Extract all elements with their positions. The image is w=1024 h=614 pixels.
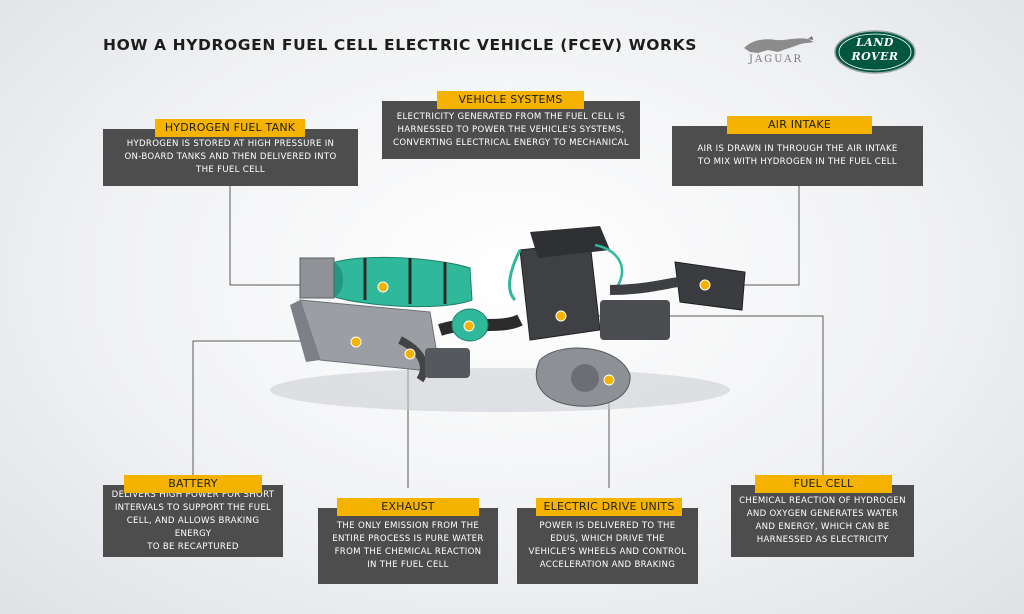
box-battery: DELIVERS HIGH POWER FOR SHORT INTERVALS T… bbox=[103, 485, 283, 557]
land-rover-logo-icon bbox=[834, 30, 916, 74]
text-line: IN THE FUEL CELL bbox=[367, 560, 449, 570]
text-line: AND OXYGEN GENERATES WATER bbox=[746, 509, 899, 519]
jaguar-logo-icon bbox=[744, 36, 814, 53]
callout-dot-air-intake bbox=[699, 279, 711, 291]
text-line: VEHICLE'S WHEELS AND CONTROL bbox=[528, 547, 687, 557]
text-line: TO MIX WITH HYDROGEN IN THE FUEL CELL bbox=[698, 157, 897, 167]
page-title: HOW A HYDROGEN FUEL CELL ELECTRIC VEHICL… bbox=[103, 36, 697, 54]
label-vehicle-systems: VEHICLE SYSTEMS bbox=[437, 91, 584, 109]
label-electric-drive-units: ELECTRIC DRIVE UNITS bbox=[536, 498, 682, 516]
label-battery: BATTERY bbox=[124, 475, 262, 493]
callout-dot-edu bbox=[603, 374, 615, 386]
box-hydrogen-fuel-tank: HYDROGEN IS STORED AT HIGH PRESSURE IN ON… bbox=[103, 129, 358, 186]
box-exhaust: THE ONLY EMISSION FROM THE ENTIRE PROCESS… bbox=[318, 508, 498, 584]
text-line: FROM THE CHEMICAL REACTION bbox=[334, 547, 482, 557]
text-line: AIR IS DRAWN IN THROUGH THE AIR INTAKE bbox=[697, 144, 898, 154]
text-line: HARNESSED AS ELECTRICITY bbox=[756, 535, 889, 545]
label-hydrogen-fuel-tank: HYDROGEN FUEL TANK bbox=[155, 119, 305, 137]
text-line: ENTIRE PROCESS IS PURE WATER bbox=[332, 534, 484, 544]
text-line: CONVERTING ELECTRICAL ENERGY TO MECHANIC… bbox=[393, 137, 629, 148]
text-line: INTERVALS TO SUPPORT THE FUEL bbox=[114, 502, 272, 513]
box-vehicle-systems: ELECTRICITY GENERATED FROM THE FUEL CELL… bbox=[382, 101, 640, 159]
land-rover-wordmark-top: LAND bbox=[856, 36, 894, 49]
text-line: ELECTRICITY GENERATED FROM THE FUEL CELL… bbox=[396, 111, 626, 122]
label-exhaust: EXHAUST bbox=[337, 498, 479, 516]
text-line: CELL, AND ALLOWS BRAKING ENERGY bbox=[126, 515, 260, 539]
land-rover-wordmark-bottom: ROVER bbox=[851, 50, 899, 63]
callout-dot-vehicle-systems bbox=[463, 320, 475, 332]
box-air-intake: AIR IS DRAWN IN THROUGH THE AIR INTAKE TO… bbox=[672, 126, 923, 186]
callout-dot-battery bbox=[350, 336, 362, 348]
text-line: AND ENERGY, WHICH CAN BE bbox=[755, 522, 890, 532]
text-line: HARNESSED TO POWER THE VEHICLE'S SYSTEMS… bbox=[397, 124, 625, 135]
text-line: THE ONLY EMISSION FROM THE bbox=[336, 521, 480, 531]
text-line: ACCELERATION AND BRAKING bbox=[539, 560, 676, 570]
box-fuel-cell: CHEMICAL REACTION OF HYDROGEN AND OXYGEN … bbox=[731, 485, 914, 557]
callout-dot-exhaust bbox=[404, 348, 416, 360]
hydrogen-tank bbox=[329, 256, 473, 308]
callout-dot-fuel-cell bbox=[555, 310, 567, 322]
label-air-intake: AIR INTAKE bbox=[727, 116, 872, 134]
text-line: EDUS, WHICH DRIVE THE bbox=[550, 534, 665, 544]
text-line: TO BE RECAPTURED bbox=[147, 541, 239, 552]
text-line: HYDROGEN IS STORED AT HIGH PRESSURE IN bbox=[126, 139, 335, 149]
text-line: THE FUEL CELL bbox=[196, 165, 265, 175]
box-electric-drive-units: POWER IS DELIVERED TO THE EDUS, WHICH DRI… bbox=[517, 508, 698, 584]
text-line: CHEMICAL REACTION OF HYDROGEN bbox=[739, 496, 906, 506]
text-line: DELIVERS HIGH POWER FOR SHORT bbox=[111, 489, 275, 500]
text-line: ON-BOARD TANKS AND THEN DELIVERED INTO bbox=[124, 152, 337, 162]
fuel-cell-stack bbox=[519, 241, 601, 341]
jaguar-wordmark: JAGUAR bbox=[748, 54, 804, 65]
text-line: POWER IS DELIVERED TO THE bbox=[539, 521, 676, 531]
label-fuel-cell: FUEL CELL bbox=[755, 475, 892, 493]
callout-dot-hydrogen bbox=[377, 281, 389, 293]
